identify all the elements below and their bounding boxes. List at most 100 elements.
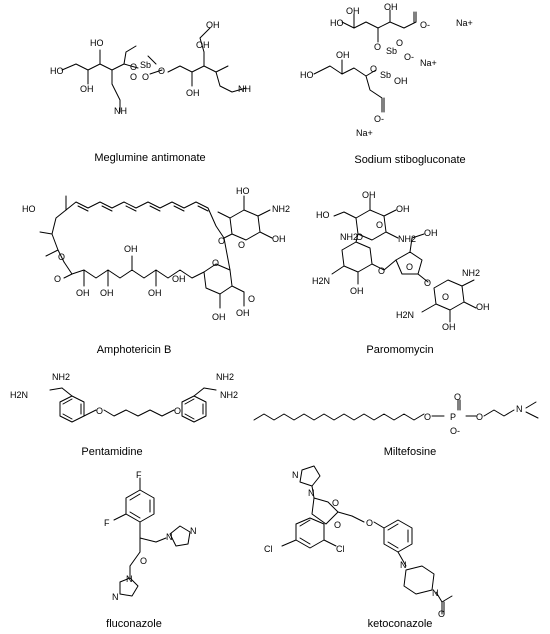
nh2-label: NH2 [220, 390, 238, 400]
p-label: P [450, 412, 456, 422]
compound-name-sodium-stibogluconate: Sodium stibogluconate [354, 154, 466, 166]
o-minus-label: O- [404, 52, 414, 62]
oh-label: OH [442, 322, 456, 332]
n-label: N [308, 488, 315, 498]
oh-label: OH [350, 286, 364, 296]
cl-label: Cl [264, 544, 273, 554]
f-label: F [104, 518, 110, 528]
compound-name-fluconazole: fluconazole [106, 618, 162, 630]
compound-name-pentamidine: Pentamidine [81, 446, 143, 458]
oh-label: OH [172, 274, 186, 284]
o-label: O [366, 518, 373, 528]
o-label: O [140, 556, 147, 566]
na-plus-label: Na+ [420, 58, 437, 68]
ho-label: HO [316, 210, 330, 220]
meglumine-antimonate-structure: HO HO OH O Sb O O O NH OH OH OH NH [50, 20, 251, 116]
oh-label: OH [100, 288, 114, 298]
compound-name-amphotericin-b: Amphotericin B [96, 344, 172, 356]
nh2-label: NH2 [52, 372, 70, 382]
o-label: O [332, 498, 339, 508]
n-label: N [126, 574, 133, 584]
compound-name-miltefosine: Miltefosine [383, 446, 437, 458]
n-label: N [112, 592, 119, 602]
ho-label: HO [90, 38, 104, 48]
oh-label: OH [396, 204, 410, 214]
nh2-label: NH2 [272, 204, 290, 214]
o-label: O [370, 64, 377, 74]
o-label: O [58, 252, 65, 262]
o-label: O [356, 232, 363, 242]
o-label: O [374, 42, 381, 52]
oh-label: OH [394, 76, 408, 86]
o-label: O [142, 72, 149, 82]
oh-label: OH [186, 88, 200, 98]
oh-label: OH [424, 228, 438, 238]
o-label: O [376, 220, 383, 230]
na-plus-label: Na+ [356, 128, 373, 138]
sb-label: Sb [386, 46, 397, 56]
oh-label: OH [346, 6, 360, 16]
oh-label: OH [384, 2, 398, 12]
o-label: O [424, 412, 431, 422]
nh2-label: NH2 [462, 268, 480, 278]
n-label: N [190, 526, 197, 536]
oh-label: OH [148, 288, 162, 298]
o-label: O [406, 262, 413, 272]
cl-label: Cl [336, 544, 345, 554]
oh-label: OH [76, 288, 90, 298]
nh2-label: NH2 [216, 372, 234, 382]
ho-label: HO [300, 70, 314, 80]
n-label: N [292, 470, 299, 480]
fluconazole-structure: F F O N N N N [104, 470, 197, 602]
o-label: O [438, 609, 445, 619]
oh-label: OH [206, 20, 220, 30]
o-minus-label: O- [374, 114, 384, 124]
o-label: O [218, 236, 225, 246]
o-label: O [96, 406, 103, 416]
ho-label: HO [50, 66, 64, 76]
o-label: O [396, 38, 403, 48]
f-label: F [136, 470, 142, 480]
o-label: O [424, 278, 431, 288]
compound-name-ketoconazole: ketoconazole [367, 618, 433, 630]
oh-label: OH [80, 84, 94, 94]
oh-label: OH [476, 302, 490, 312]
nh-label: NH [114, 106, 127, 116]
sodium-stibogluconate-structure: HO OH OH O- Na+ Sb O O O- Na+ Sb O OH HO… [300, 2, 473, 138]
n-label: N [400, 560, 407, 570]
nh2-label: NH2 [398, 234, 416, 244]
oh-label: OH [362, 190, 376, 200]
compound-name-meglumine-antimonate: Meglumine antimonate [94, 152, 206, 164]
o-minus-label: O- [450, 426, 460, 436]
o-label: O [454, 392, 461, 402]
amphotericin-b-structure: HO O O OH OH OH OH OH O OH OH O HO NH2 O… [22, 186, 290, 322]
oh-label: OH [212, 312, 226, 322]
o-label: O [130, 62, 137, 72]
h2n-label: H2N [10, 390, 28, 400]
oh-label: OH [196, 40, 210, 50]
o-label: O [378, 266, 385, 276]
o-label: O [334, 520, 341, 530]
nh-label: NH [238, 84, 251, 94]
o-label: O [174, 406, 181, 416]
ketoconazole-structure: N N O O O Cl Cl N N O [264, 465, 453, 619]
o-label: O [476, 412, 483, 422]
n-label: N [432, 588, 439, 598]
ho-label: HO [330, 18, 344, 28]
pentamidine-structure: NH2 H2N O O NH2 NH2 [10, 372, 238, 423]
compound-name-paromomycin: Paromomycin [366, 344, 434, 356]
o-label: O [54, 274, 61, 284]
n-label: N [516, 404, 523, 414]
h2n-label: H2N [396, 310, 414, 320]
oh-label: OH [336, 50, 350, 60]
paromomycin-structure: HO OH OH NH2 O NH2 O H2N OH O O OH O NH2… [312, 190, 490, 332]
sb-label: Sb [140, 60, 151, 70]
o-label: O [238, 240, 245, 250]
o-label: O [442, 292, 449, 302]
oh-label: OH [124, 244, 138, 254]
miltefosine-structure: O P O O- O N [253, 392, 539, 436]
ho-label: HO [22, 204, 36, 214]
o-minus-label: O- [420, 20, 430, 30]
nh2-label: NH2 [340, 232, 358, 242]
o-label: O [248, 294, 255, 304]
